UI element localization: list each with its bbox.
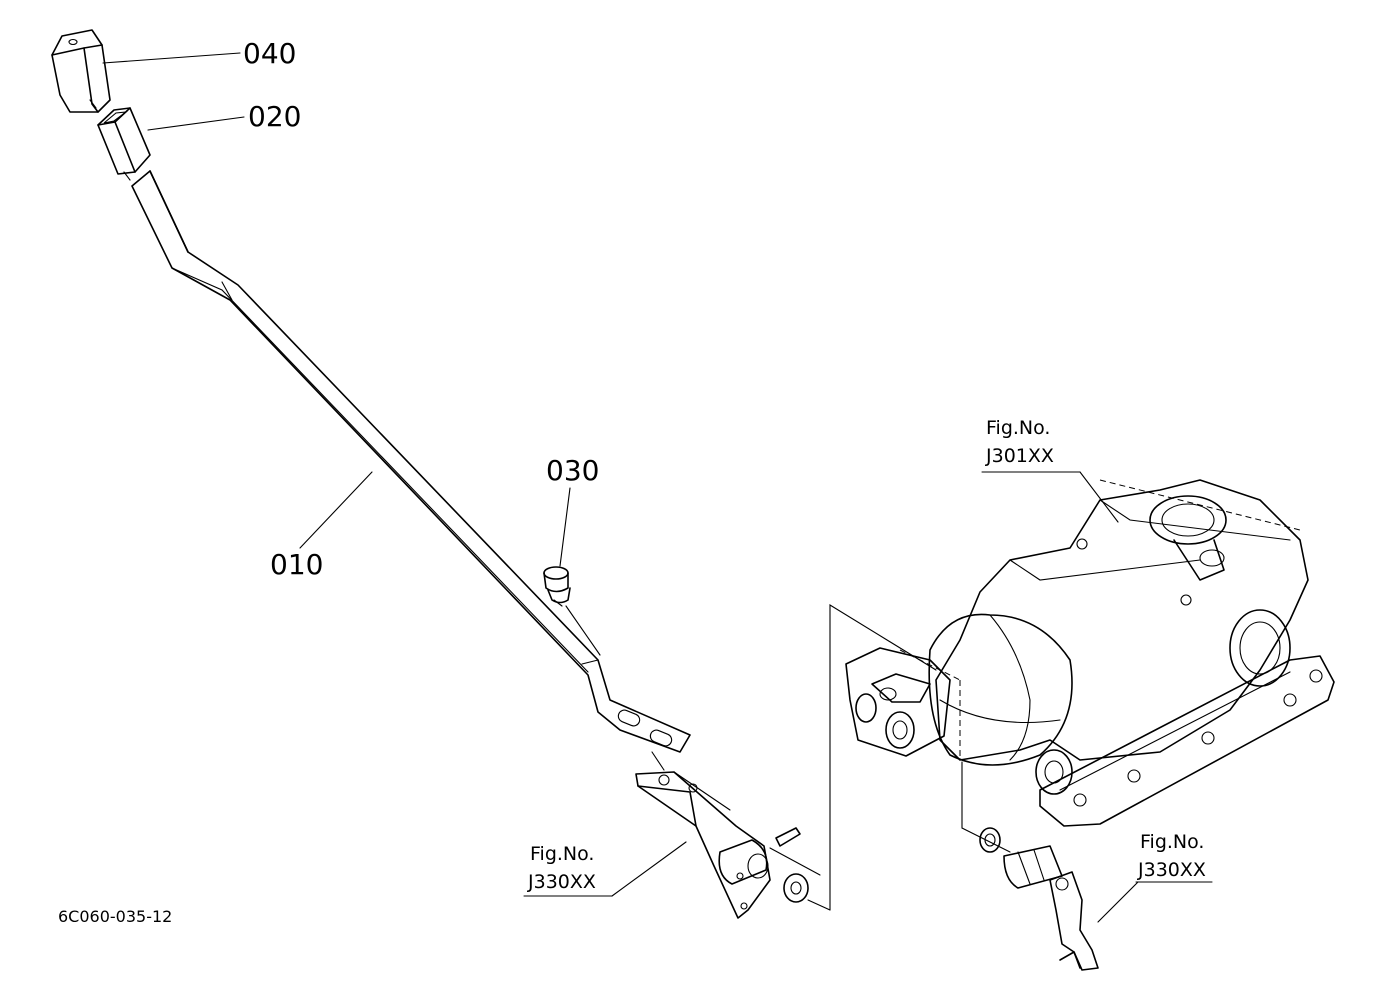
label-030[interactable]: 030 [546,454,599,487]
leader-j301 [1079,471,1119,523]
leader-020 [147,116,245,131]
alignment-line [829,604,937,911]
hydraulic-housing-part [845,479,1335,827]
leader-j330-right [1097,881,1139,923]
ref-j301-line2[interactable]: J301XX [985,445,1054,467]
connector-030-010 [565,605,601,656]
ref-j301-line1[interactable]: Fig.No. [986,417,1050,439]
leader-040 [102,52,241,64]
ref-j330-right-line2[interactable]: J330XX [1137,859,1206,881]
ref-j330-left-line1[interactable]: Fig.No. [530,843,594,865]
connector-020-010 [123,171,131,181]
connector-040-020 [89,99,97,109]
drawing-code: 6C060-035-12 [58,907,172,926]
lower-bracket-part [635,751,831,919]
ref-j330-right-line1[interactable]: Fig.No. [1140,831,1204,853]
leader-030 [559,487,571,567]
lift-arm-shaft-part [961,761,1099,971]
lever-rod-part[interactable] [131,170,691,753]
leader-010 [299,471,373,549]
label-010[interactable]: 010 [270,548,323,581]
grip-cap-part[interactable] [51,29,111,113]
bolt-part[interactable] [543,566,571,607]
label-020[interactable]: 020 [248,100,301,133]
sleeve-part[interactable] [97,107,151,175]
label-040[interactable]: 040 [243,37,296,70]
ref-j330-left-line2[interactable]: J330XX [527,871,596,893]
leader-j330-left [611,841,687,897]
